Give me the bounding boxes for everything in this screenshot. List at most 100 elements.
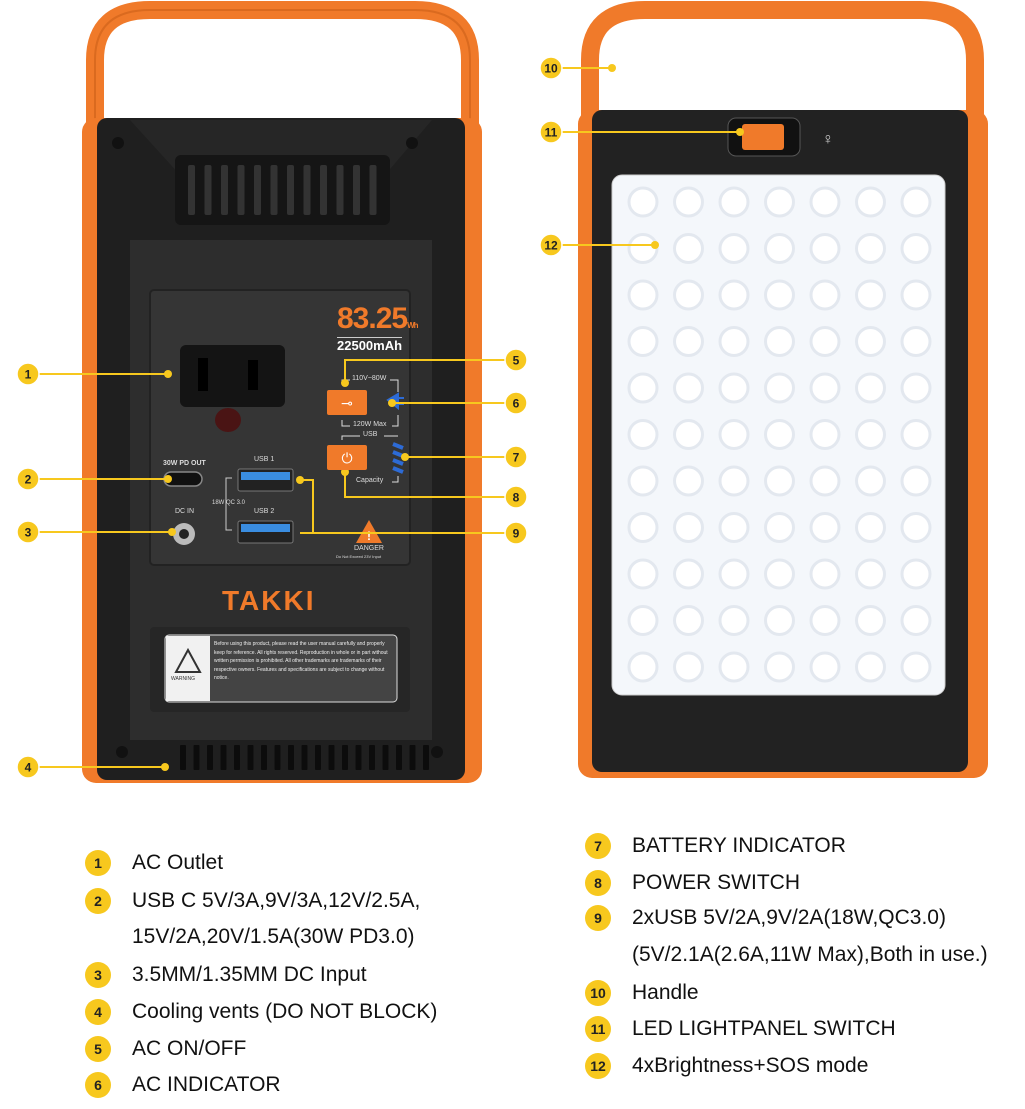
ac-outlet	[180, 345, 285, 407]
capacity-wh: 83.25Wh	[337, 302, 419, 336]
led-dot	[718, 651, 750, 683]
led-dot	[718, 326, 750, 357]
led-dot	[673, 372, 704, 404]
callout-number: 8	[513, 491, 520, 505]
led-dot	[809, 279, 841, 311]
power-switch-button	[327, 445, 367, 470]
led-dot	[627, 372, 659, 404]
led-dot	[718, 233, 750, 264]
legend-text: AC Outlet	[132, 851, 224, 874]
led-dot	[673, 605, 704, 636]
callout-number: 3	[25, 526, 32, 540]
callout-endpoint	[341, 379, 349, 387]
callout-1: 1	[16, 362, 40, 386]
legend-text: USB C 5V/3A,9V/3A,12V/2.5A,	[132, 889, 421, 912]
vent-slot	[369, 745, 375, 770]
qc-label: 18W QC 3.0	[212, 500, 246, 506]
led-dot	[718, 186, 750, 218]
vent-slot	[353, 165, 360, 215]
pd-out-label: 30W PD OUT	[163, 460, 206, 467]
led-dot	[809, 419, 841, 450]
brand-logo: TAKKI	[222, 585, 316, 616]
dc-in-label: DC IN	[175, 508, 195, 515]
led-dot	[718, 605, 750, 636]
callout-endpoint	[608, 64, 616, 72]
legend-badge: 6	[85, 1072, 111, 1098]
legend-text-continued: 15V/2A,20V/1.5A(30W PD3.0)	[132, 925, 415, 948]
legend-text: POWER SWITCH	[632, 871, 800, 894]
led-dot	[718, 465, 750, 497]
callout-number: 12	[544, 239, 558, 253]
legend-badge: 7	[585, 833, 611, 859]
ac-indicator-led	[215, 408, 241, 432]
legend-text: AC ON/OFF	[132, 1037, 247, 1060]
led-dot	[764, 419, 795, 450]
led-dot	[718, 372, 750, 404]
legend-text: 2xUSB 5V/2A,9V/2A(18W,QC3.0)	[632, 906, 946, 929]
led-dot	[900, 233, 932, 264]
led-dot	[900, 186, 932, 218]
legend-badge: 1	[85, 850, 111, 876]
usb-label: USB	[363, 431, 378, 438]
led-dot	[718, 279, 750, 311]
led-dot	[855, 605, 886, 636]
led-dot	[900, 512, 932, 543]
legend-item-8: 8 POWER SWITCH	[585, 870, 800, 896]
legend-badge: 4	[85, 999, 111, 1025]
callout-endpoint	[296, 476, 304, 484]
danger-icon	[356, 520, 382, 543]
legend-text-continued: (5V/2.1A(2.6A,11W Max),Both in use.)	[632, 943, 988, 966]
vent-slot	[301, 745, 308, 770]
callout-endpoint	[651, 241, 659, 249]
led-dot	[900, 279, 932, 311]
led-dot	[855, 651, 886, 683]
vent-slot	[369, 165, 377, 215]
vent-slot	[342, 745, 348, 770]
vent-slot	[247, 745, 254, 770]
capacity-wh-value: 83.25	[337, 302, 408, 335]
callout-number: 9	[513, 527, 520, 541]
led-dot	[627, 233, 659, 264]
callout-2: 2	[16, 467, 40, 491]
callout-number: 1	[25, 368, 32, 382]
vent-slot	[234, 745, 240, 770]
vent-slot	[328, 745, 335, 770]
led-dot	[900, 605, 932, 636]
vent-slot	[382, 745, 389, 770]
legend-badge: 8	[585, 870, 611, 896]
led-dot	[673, 186, 704, 218]
callout-6: 6	[504, 391, 528, 415]
ac-rating-bottom: 120W Max	[353, 421, 387, 428]
led-dot	[718, 419, 750, 450]
led-dot	[764, 558, 795, 590]
callout-endpoint	[401, 453, 409, 461]
legend-badge: 10	[585, 980, 611, 1006]
vent-slot	[180, 745, 186, 770]
callout-11: 11	[539, 120, 563, 144]
led-dot	[855, 465, 886, 497]
handle-right-device	[581, 0, 984, 300]
callout-12: 12	[539, 233, 563, 257]
ac-rating-top: 110V~80W	[352, 375, 387, 382]
led-dot	[673, 512, 704, 543]
led-dot	[809, 372, 841, 404]
legend-text: LED LIGHTPANEL SWITCH	[632, 1017, 896, 1040]
led-dot	[764, 651, 795, 683]
led-dot	[900, 326, 932, 357]
callout-endpoint	[388, 399, 396, 407]
vent-slot	[303, 165, 311, 215]
led-dot	[855, 233, 886, 264]
legend-badge: 11	[585, 1016, 611, 1042]
legend-badge: 2	[85, 888, 111, 914]
callout-number: 7	[513, 451, 520, 465]
led-dot	[809, 233, 841, 264]
power-icon: ⏻	[341, 451, 352, 467]
callout-number: 11	[545, 126, 558, 140]
vent-slot	[423, 745, 429, 770]
led-dot	[809, 186, 841, 218]
